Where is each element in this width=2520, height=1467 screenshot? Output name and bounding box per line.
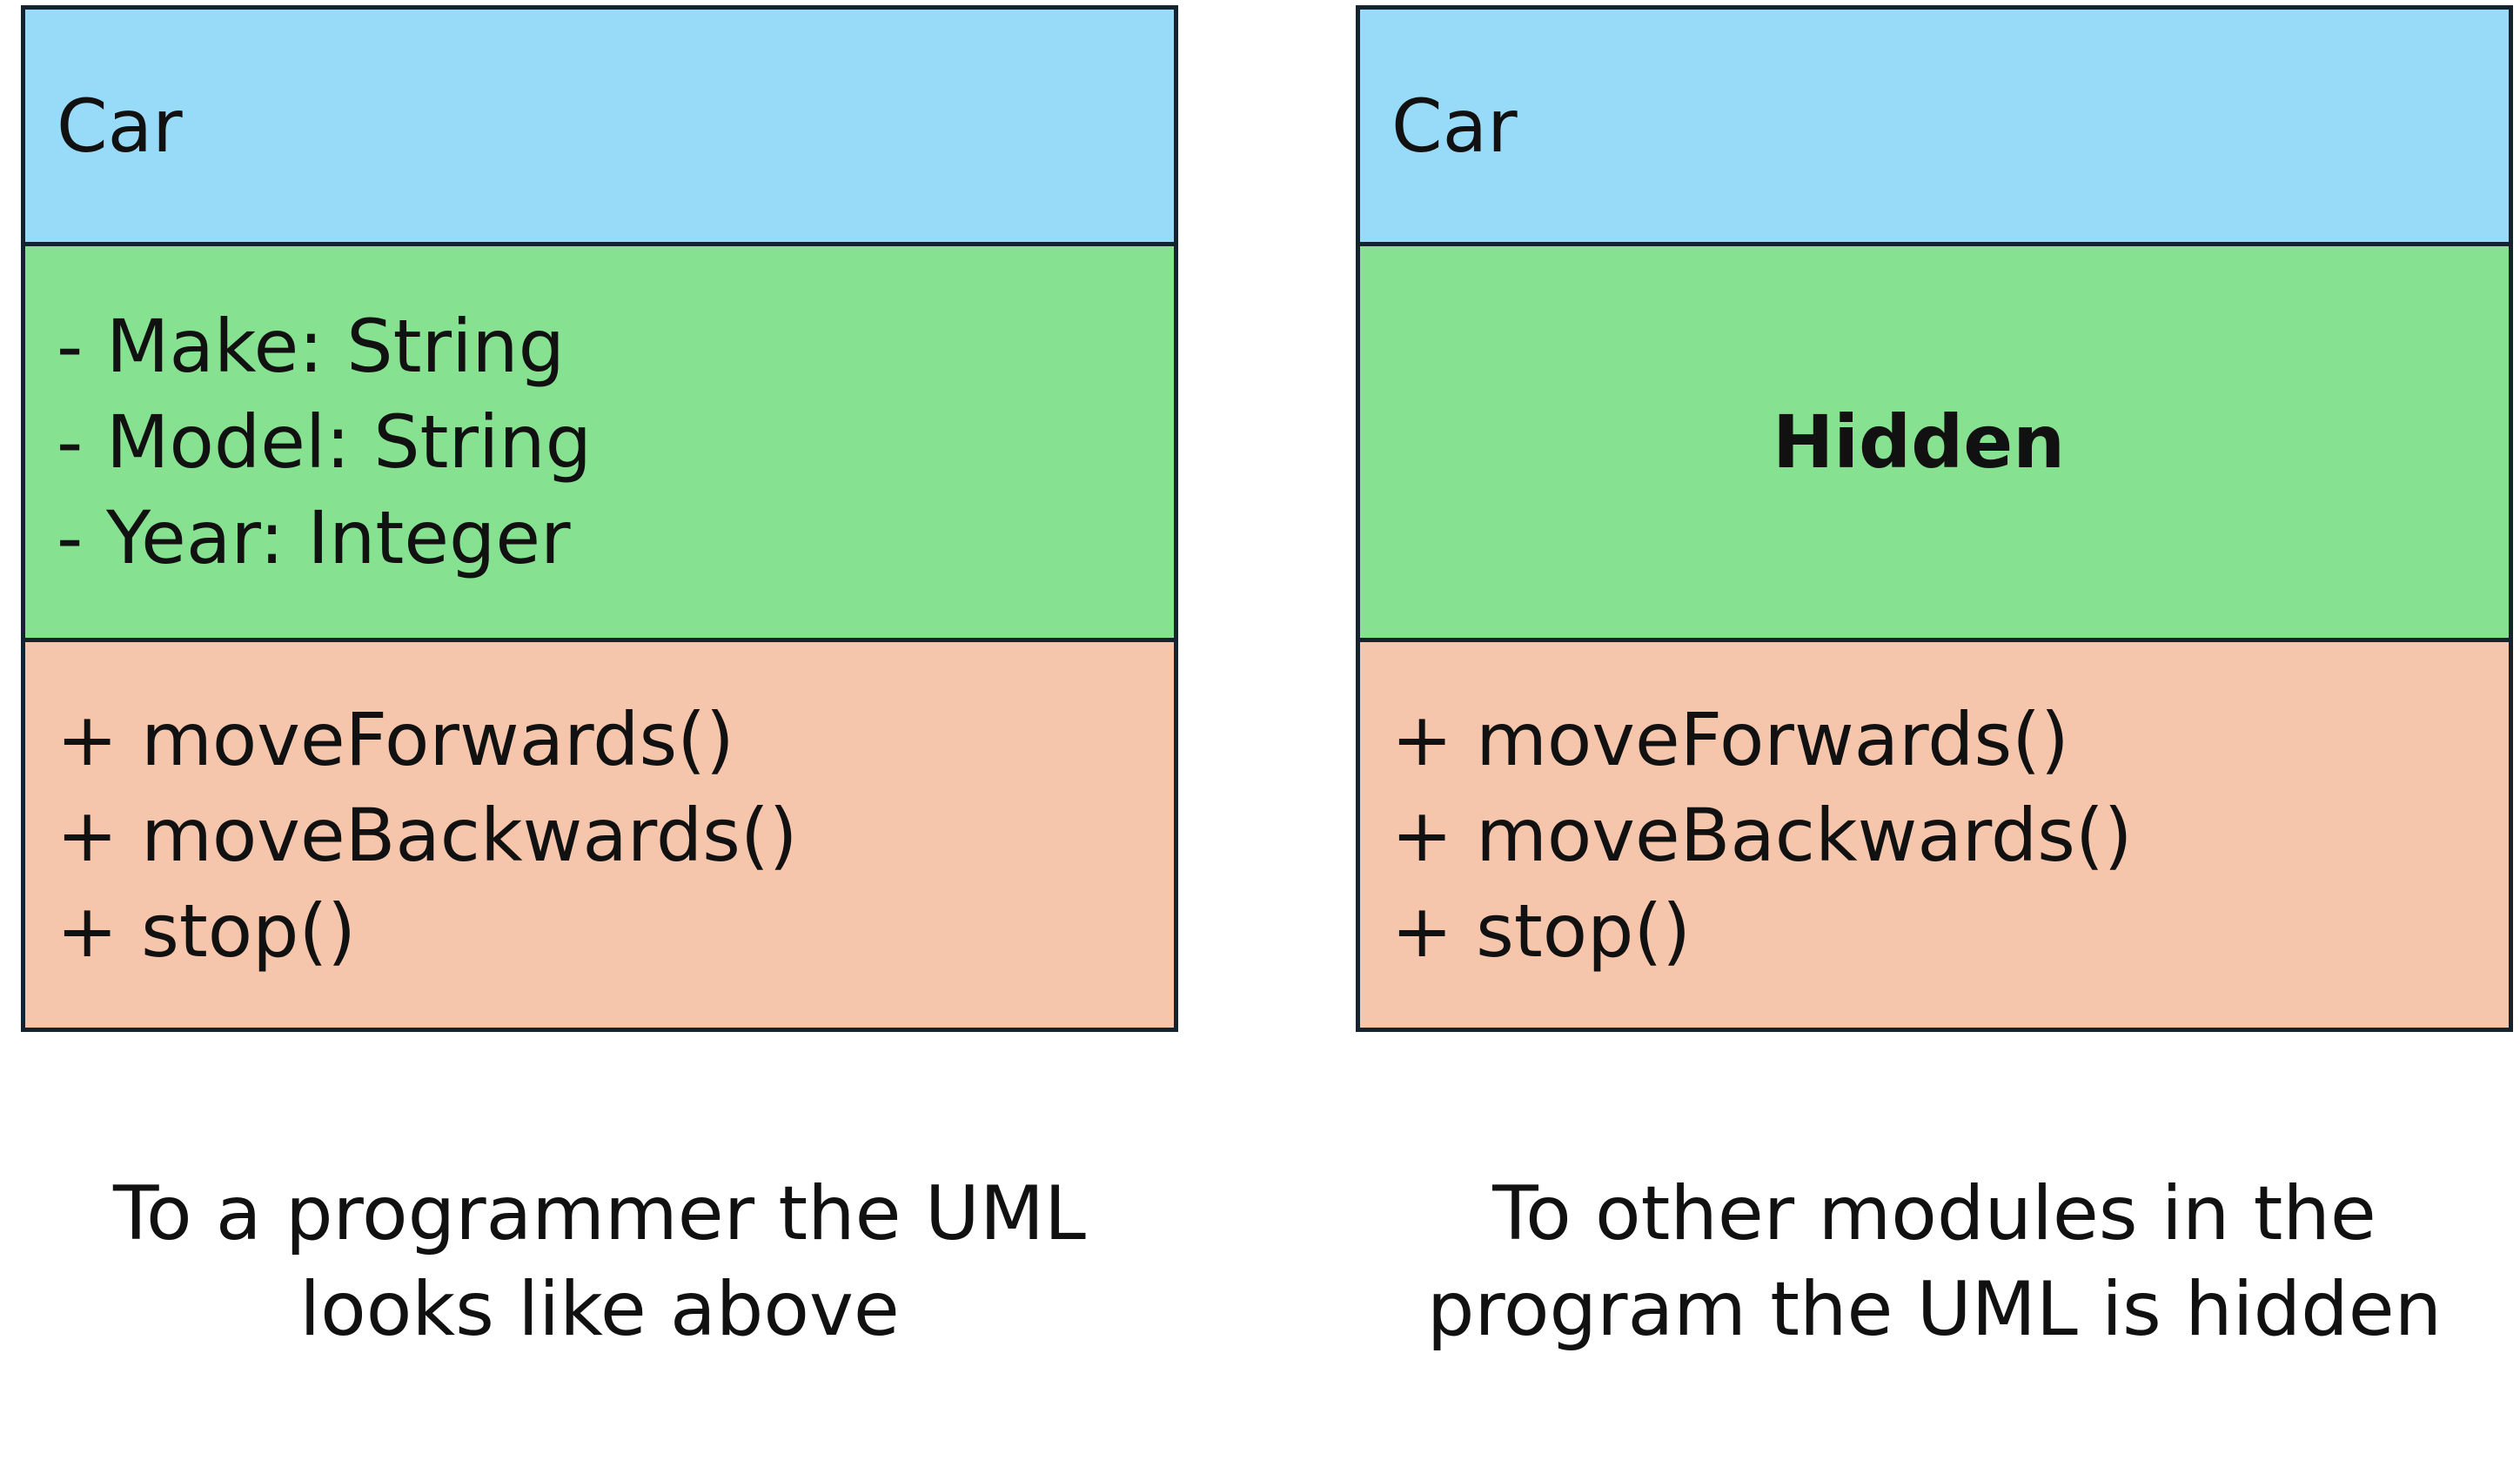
method-move-backwards: + moveBackwards() <box>1391 792 2133 878</box>
caption-line: program the UML is hidden <box>1426 1266 2443 1353</box>
hidden-label: Hidden <box>1772 399 2066 485</box>
caption-programmer-view: To a programmer the UML looks like above <box>21 1166 1178 1357</box>
method-move-forwards: + moveForwards() <box>57 696 734 782</box>
methods-compartment: + moveForwards() + moveBackwards() + sto… <box>1360 642 2509 1028</box>
class-name-compartment: Car <box>25 10 1174 246</box>
class-name: Car <box>1391 83 1518 169</box>
attribute-make: - Make: String <box>57 304 565 389</box>
attributes-compartment-hidden: Hidden <box>1360 246 2509 642</box>
method-move-backwards: + moveBackwards() <box>57 792 798 878</box>
attribute-model: - Model: String <box>57 399 592 485</box>
uml-class-programmer-view: Car - Make: String - Model: String - Yea… <box>21 5 1178 1032</box>
caption-line: To a programmer the UML <box>113 1170 1086 1257</box>
caption-line: To other modules in the <box>1492 1170 2376 1257</box>
attribute-year: - Year: Integer <box>57 495 571 580</box>
caption-line: looks like above <box>299 1266 900 1353</box>
method-move-forwards: + moveForwards() <box>1391 696 2069 782</box>
attributes-compartment: - Make: String - Model: String - Year: I… <box>25 246 1174 642</box>
methods-compartment: + moveForwards() + moveBackwards() + sto… <box>25 642 1174 1028</box>
caption-module-view: To other modules in the program the UML … <box>1356 1166 2513 1357</box>
method-stop: + stop() <box>57 888 357 974</box>
method-stop: + stop() <box>1391 888 1692 974</box>
class-name-compartment: Car <box>1360 10 2509 246</box>
class-name: Car <box>57 83 183 169</box>
uml-class-module-view: Car Hidden + moveForwards() + moveBackwa… <box>1356 5 2513 1032</box>
